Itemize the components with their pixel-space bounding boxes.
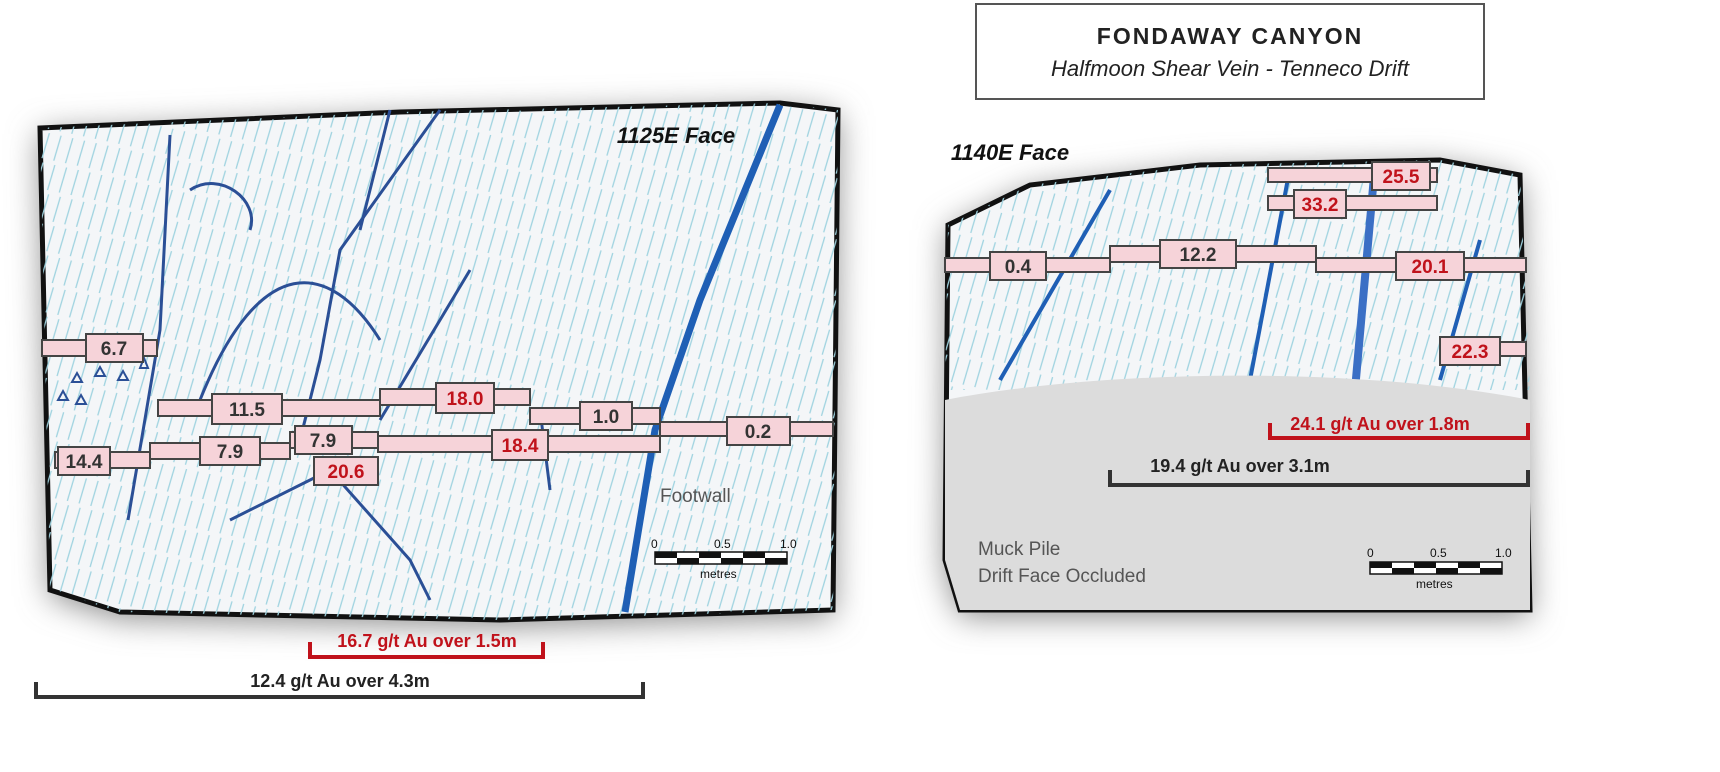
svg-text:11.5: 11.5 — [229, 400, 265, 421]
sample-22.3: 22.3 — [1439, 336, 1527, 366]
svg-text:33.2: 33.2 — [1302, 195, 1339, 216]
svg-text:19.4 g/t Au over 3.1m: 19.4 g/t Au over 3.1m — [1150, 456, 1329, 476]
svg-text:0.4: 0.4 — [1005, 257, 1032, 278]
footwall-contact-vein — [621, 103, 784, 613]
muck-pile-label: Muck Pile — [978, 539, 1060, 560]
face-1140e: 1140E Face Muck Pile Drift Face Occluded… — [942, 140, 1533, 616]
face-label-1140e: 1140E Face — [951, 140, 1069, 165]
svg-text:12.4 g/t Au over 4.3m: 12.4 g/t Au over 4.3m — [250, 671, 429, 691]
svg-text:0: 0 — [651, 537, 658, 551]
svg-text:7.9: 7.9 — [217, 442, 243, 463]
svg-text:14.4: 14.4 — [66, 452, 103, 473]
sample-20.1: 20.1 — [1315, 251, 1527, 281]
svg-text:16.7 g/t Au over 1.5m: 16.7 g/t Au over 1.5m — [337, 631, 516, 651]
sample-14.4: 14.4 — [54, 446, 151, 476]
sample-1.0: 1.0 — [529, 401, 661, 431]
scale-bar-1140e: 0 0.5 1.0 metres — [1367, 546, 1512, 591]
svg-text:18.0: 18.0 — [447, 389, 484, 410]
svg-text:0.5: 0.5 — [1430, 546, 1447, 560]
sample-18.4: 18.4 — [377, 429, 661, 461]
intercept-high-grade-1125e: 16.7 g/t Au over 1.5m — [308, 631, 545, 659]
svg-text:1.0: 1.0 — [780, 537, 797, 551]
sample-18.0: 18.0 — [379, 382, 531, 414]
svg-text:7.9: 7.9 — [310, 431, 336, 452]
sample-0.2: 0.2 — [659, 416, 834, 446]
svg-text:0: 0 — [1367, 546, 1374, 560]
svg-text:metres: metres — [1416, 577, 1453, 591]
svg-text:metres: metres — [700, 567, 737, 581]
svg-text:6.7: 6.7 — [101, 339, 127, 360]
svg-text:1.0: 1.0 — [593, 407, 619, 428]
sample-11.5: 11.5 — [157, 393, 381, 425]
svg-text:0.5: 0.5 — [714, 537, 731, 551]
title-box: FONDAWAY CANYON Halfmoon Shear Vein - Te… — [975, 3, 1485, 100]
svg-text:22.3: 22.3 — [1452, 342, 1489, 363]
svg-text:12.2: 12.2 — [1180, 245, 1217, 266]
intercept-overall-1125e: 12.4 g/t Au over 4.3m — [34, 671, 645, 699]
intercept-high-grade-1140e: 24.1 g/t Au over 1.8m — [1268, 414, 1530, 440]
face-label-1125e: 1125E Face — [617, 123, 735, 148]
project-title: FONDAWAY CANYON — [1096, 23, 1364, 49]
sample-12.2: 12.2 — [1109, 239, 1317, 269]
drift-face-occluded-label: Drift Face Occluded — [978, 566, 1146, 587]
svg-text:1.0: 1.0 — [1495, 546, 1512, 560]
sample-33.2: 33.2 — [1267, 189, 1438, 219]
muck-pile-area — [945, 375, 1530, 610]
sample-20.6: 20.6 — [313, 456, 379, 486]
sample-7.9-b: 7.9 — [289, 425, 379, 455]
svg-text:25.5: 25.5 — [1383, 167, 1420, 188]
project-subtitle: Halfmoon Shear Vein - Tenneco Drift — [1051, 56, 1409, 81]
breccia-clasts — [56, 355, 150, 405]
face-1125e: 1125E Face Footwall 6.7 11.5 18.0 1.0 0.… — [34, 100, 841, 699]
sample-0.4: 0.4 — [944, 251, 1111, 281]
intercept-overall-1140e: 19.4 g/t Au over 3.1m — [1108, 456, 1530, 487]
svg-text:18.4: 18.4 — [502, 436, 539, 457]
svg-text:24.1 g/t Au over 1.8m: 24.1 g/t Au over 1.8m — [1290, 414, 1469, 434]
svg-text:20.6: 20.6 — [328, 462, 365, 483]
svg-text:0.2: 0.2 — [745, 422, 771, 443]
sample-6.7: 6.7 — [41, 333, 158, 363]
svg-text:20.1: 20.1 — [1412, 257, 1449, 278]
footwall-label: Footwall — [660, 486, 731, 507]
sample-7.9-a: 7.9 — [149, 436, 291, 466]
scale-bar-1125e: 0 0.5 1.0 metres — [651, 537, 797, 581]
sample-25.5: 25.5 — [1267, 161, 1438, 191]
